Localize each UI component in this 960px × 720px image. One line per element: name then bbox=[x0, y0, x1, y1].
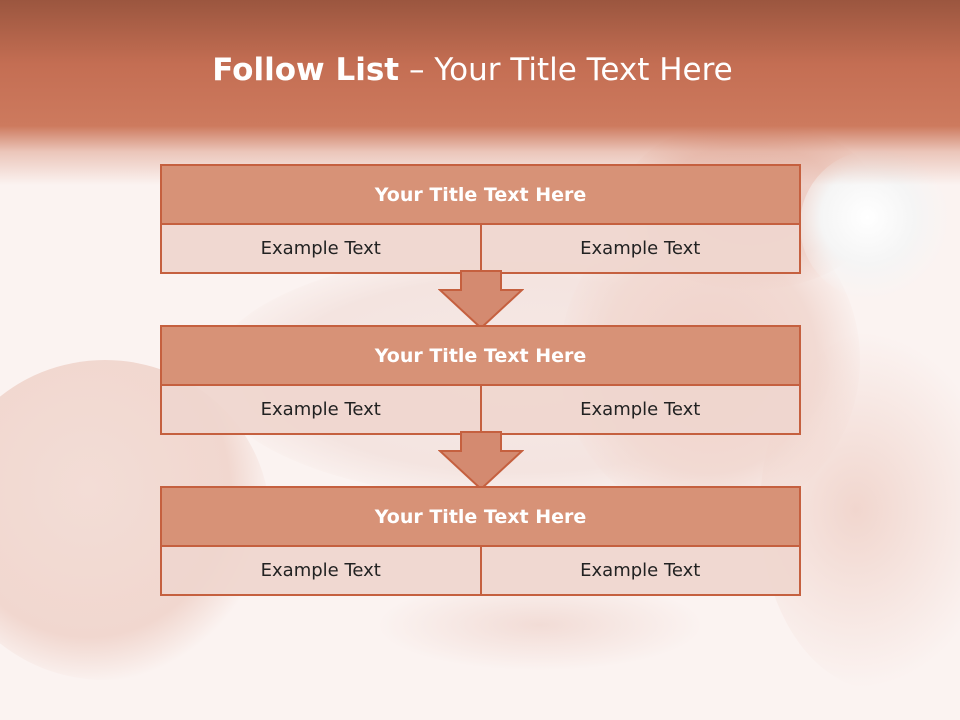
down-arrow-icon bbox=[438, 431, 524, 491]
down-arrow-icon bbox=[438, 270, 524, 330]
slide-title-rest: – Your Title Text Here bbox=[399, 52, 733, 88]
slide-title[interactable]: Follow List – Your Title Text Here bbox=[0, 52, 945, 88]
title-band bbox=[0, 0, 960, 185]
step-cell-left: Example Text bbox=[260, 560, 381, 581]
step-box-3[interactable]: Your Title Text Here Example Text Exampl… bbox=[160, 486, 801, 596]
step-row: Example Text Example Text bbox=[162, 225, 799, 272]
step-cell-right: Example Text bbox=[479, 225, 800, 272]
slide-title-bold: Follow List bbox=[212, 52, 400, 88]
step-cell-left: Example Text bbox=[260, 238, 381, 259]
step-box-1[interactable]: Your Title Text Here Example Text Exampl… bbox=[160, 164, 801, 274]
step-title: Your Title Text Here bbox=[162, 327, 799, 386]
step-row: Example Text Example Text bbox=[162, 386, 799, 433]
step-cell-right: Example Text bbox=[479, 547, 800, 594]
step-title: Your Title Text Here bbox=[162, 166, 799, 225]
step-row: Example Text Example Text bbox=[162, 547, 799, 594]
step-cell-right: Example Text bbox=[479, 386, 800, 433]
step-title: Your Title Text Here bbox=[162, 488, 799, 547]
step-box-2[interactable]: Your Title Text Here Example Text Exampl… bbox=[160, 325, 801, 435]
step-cell-left: Example Text bbox=[260, 399, 381, 420]
